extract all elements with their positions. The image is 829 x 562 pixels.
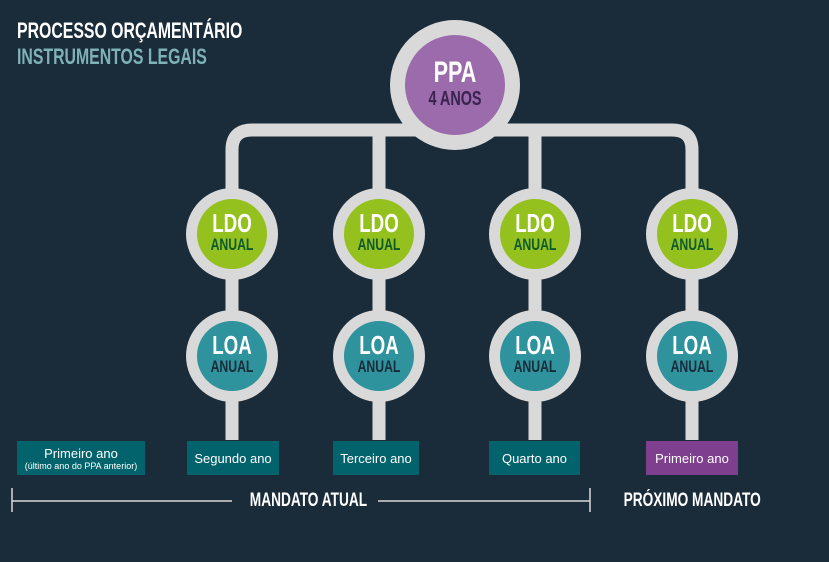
loa-label: LOA [515,330,555,360]
page-title: PROCESSO ORÇAMENTÁRIO [17,18,243,43]
branch-connector [225,123,699,440]
loa-sub: ANUAL [513,357,557,376]
loa-circle [657,321,727,391]
ppa-circle [405,35,505,135]
ldo-label: LDO [515,208,555,238]
ldo-label: LDO [359,208,399,238]
current-mandate-label: MANDATO ATUAL [249,490,367,511]
ppa-node: PPA 4 ANOS [428,56,482,111]
loa-sub: ANUAL [210,357,254,376]
ldo-sub: ANUAL [210,235,254,254]
ldo-circle [344,199,414,269]
year-box-first: Primeiro ano (último ano do PPA anterior… [17,441,145,475]
ldo-circle [197,199,267,269]
ldo-label: LDO [672,208,712,238]
ldo-sub: ANUAL [670,235,714,254]
ldo-sub: ANUAL [357,235,401,254]
next-mandate-label: PRÓXIMO MANDATO [623,490,761,511]
year-box: Quarto ano [489,441,580,475]
loa-circle [500,321,570,391]
loa-sub: ANUAL [670,357,714,376]
year-box-next: Primeiro ano [646,441,738,475]
page-subtitle: INSTRUMENTOS LEGAIS [17,44,207,69]
loa-label: LOA [359,330,399,360]
ldo-circle [500,199,570,269]
loa-circle [197,321,267,391]
loa-label: LOA [672,330,712,360]
loa-sub: ANUAL [357,357,401,376]
ldo-circle [657,199,727,269]
ldo-label: LDO [212,208,252,238]
loa-label: LOA [212,330,252,360]
year-box: Segundo ano [187,441,279,475]
ldo-sub: ANUAL [513,235,557,254]
year-box: Terceiro ano [333,441,419,475]
loa-circle [344,321,414,391]
